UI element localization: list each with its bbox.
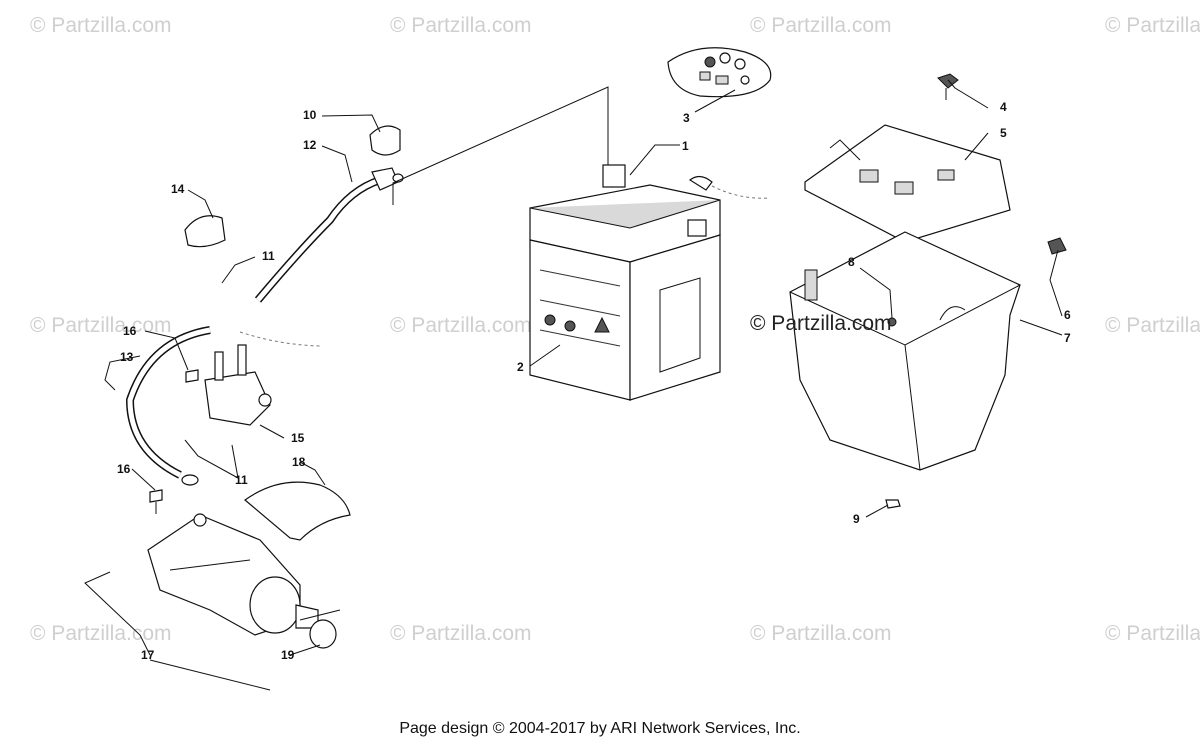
watermark: © Partzilla.com (30, 314, 172, 337)
starter-motor (147, 513, 319, 636)
watermark: © Partzilla.com (1105, 622, 1200, 645)
callout-11-lower: 11 (235, 473, 248, 487)
watermark: © Partzilla.com (390, 314, 532, 337)
callout-9: 9 (853, 512, 860, 526)
solenoid-boot (184, 215, 226, 248)
callout-3: 3 (683, 111, 690, 125)
starter-shield (244, 481, 351, 541)
watermark: © Partzilla.com (1105, 314, 1200, 337)
starter-cable (125, 326, 211, 486)
callout-2: 2 (517, 360, 524, 374)
leader-lines (84, 79, 1063, 691)
callout-8: 8 (848, 255, 855, 269)
callout-11: 11 (262, 249, 275, 263)
callout-labels: 1 2 3 4 5 6 7 8 9 10 11 12 13 14 15 16 1… (117, 100, 1071, 662)
callout-16: 16 (123, 324, 137, 338)
callout-4: 4 (1000, 100, 1007, 114)
battery-lid (804, 124, 1011, 243)
clip-nut (1047, 237, 1067, 255)
callout-18: 18 (292, 455, 306, 469)
callout-14: 14 (171, 182, 185, 196)
callout-10: 10 (303, 108, 317, 122)
callout-15: 15 (291, 431, 305, 445)
nut-9 (885, 499, 901, 509)
lid-knob (937, 73, 959, 100)
battery-box (789, 231, 1021, 471)
cable-terminal (688, 175, 713, 191)
watermark: © Partzilla.com (30, 622, 172, 645)
watermark: © Partzilla.com (1105, 14, 1200, 37)
bolt-16-top (185, 369, 199, 383)
callout-13: 13 (120, 350, 134, 364)
watermark: © Partzilla.com (390, 622, 532, 645)
ground-dashed (239, 331, 321, 347)
watermark: © Partzilla.com (750, 622, 892, 645)
watermark: © Partzilla.com (390, 14, 532, 37)
callout-17: 17 (141, 648, 155, 662)
terminal-boot (369, 125, 401, 156)
center-watermark: © Partzilla.com (750, 312, 892, 335)
watermark: © Partzilla.com (30, 14, 172, 37)
watermark: © Partzilla.com (750, 14, 892, 37)
starter-solenoid (204, 344, 272, 426)
callout-1: 1 (682, 139, 689, 153)
battery (529, 164, 721, 401)
callout-12: 12 (303, 138, 317, 152)
watermark-grid: © Partzilla.com © Partzilla.com © Partzi… (30, 14, 1200, 645)
page-footer: Page design © 2004-2017 by ARI Network S… (399, 720, 801, 737)
callout-7: 7 (1064, 331, 1071, 345)
bolt-16-bottom (149, 489, 163, 503)
callout-5: 5 (1000, 126, 1007, 140)
callout-16-lower: 16 (117, 462, 131, 476)
positive-cable (254, 167, 404, 303)
hardware-kit-bag (667, 47, 772, 98)
callout-19: 19 (281, 648, 295, 662)
callout-6: 6 (1064, 308, 1071, 322)
o-ring (309, 619, 337, 649)
cable-dashed (711, 185, 771, 199)
